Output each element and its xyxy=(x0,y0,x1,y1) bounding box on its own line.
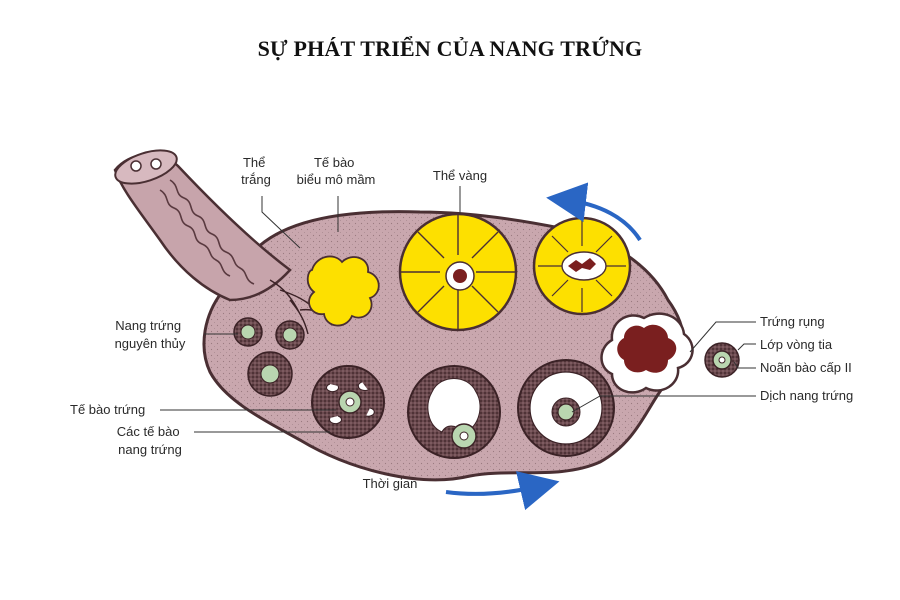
hilum-branches xyxy=(269,279,339,335)
label-germinal-epithelium: Tế bào biểu mô mầm xyxy=(297,155,376,187)
label-time: Thời gian xyxy=(363,476,418,491)
coiled-vessels xyxy=(159,179,255,285)
label-corpus-albicans: Thể trắng xyxy=(241,155,271,187)
label-ovulation: Trứng rụng xyxy=(760,314,825,329)
forming-corpus-luteum-folds xyxy=(538,220,626,312)
forming-corpus-luteum-clot xyxy=(568,258,596,272)
secondary-follicle xyxy=(311,365,385,439)
corpus-luteum-clot xyxy=(453,269,467,283)
primary-follicle xyxy=(247,351,293,397)
label-primordial-follicle: Nang trứng nguyên thủy xyxy=(115,318,186,351)
label-oocyte: Tế bào trứng xyxy=(70,402,145,417)
label-follicle-cells: Các tế bào nang trứng xyxy=(117,424,184,457)
released-oocyte-nucleus xyxy=(718,356,726,364)
vessel-cut-icon xyxy=(130,160,142,172)
ovarian-ligament xyxy=(113,153,292,302)
ligament-cut-end xyxy=(114,149,178,185)
label-follicular-fluid: Dịch nang trứng xyxy=(760,388,853,403)
corpus-luteum-folds xyxy=(400,214,516,330)
tertiary-follicle xyxy=(407,365,501,459)
graafian-follicle xyxy=(517,359,615,457)
corpus-albicans xyxy=(306,255,380,327)
primordial-follicle xyxy=(275,320,305,350)
arrow-top-icon xyxy=(546,182,642,242)
arrow-bottom-icon xyxy=(445,471,560,511)
leader-lines xyxy=(160,186,756,433)
vessel-cut-icon xyxy=(150,158,162,170)
label-secondary-oocyte: Noãn bào cấp II xyxy=(760,360,852,375)
label-corpus-luteum: Thể vàng xyxy=(433,168,487,183)
ruptured-follicle-blood xyxy=(617,324,677,373)
primordial-follicle xyxy=(233,317,263,347)
diagram-title: SỰ PHÁT TRIỂN CỦA NANG TRỨNG xyxy=(257,36,643,61)
label-corona-radiata: Lớp vòng tia xyxy=(760,337,833,352)
